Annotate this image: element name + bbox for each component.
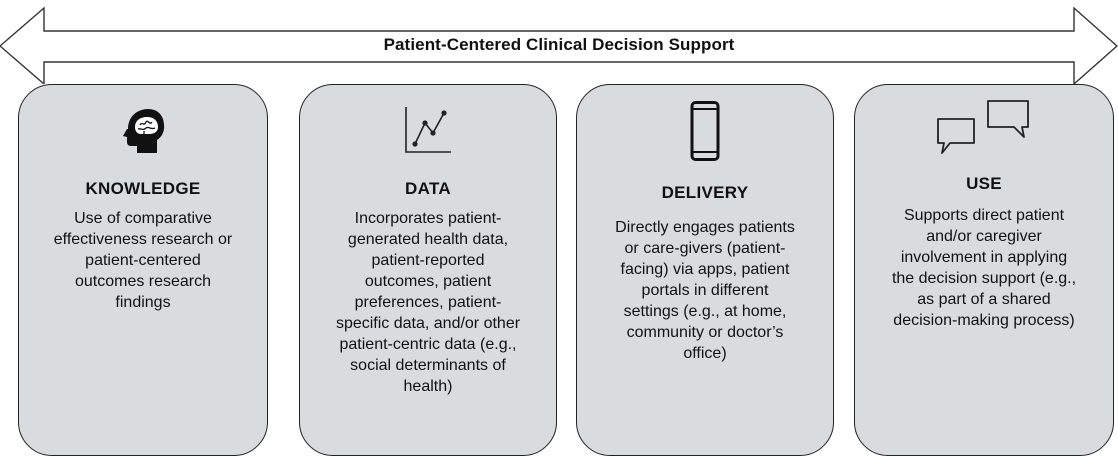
head-brain-icon [120, 107, 166, 160]
card-delivery: DELIVERY Directly engages patients or ca… [576, 84, 834, 456]
card-knowledge: KNOWLEDGE Use of comparative effectivene… [18, 84, 268, 456]
card-heading: USE [966, 174, 1002, 193]
card-heading: DELIVERY [661, 183, 749, 202]
card-heading: DATA [405, 179, 451, 198]
card-use: USE Supports direct patient and/or careg… [854, 84, 1114, 456]
card-body: Directly engages patients or care-givers… [615, 219, 795, 362]
card-body: Incorporates patient- generated health d… [335, 210, 521, 395]
card-body: Supports direct patient and/or caregiver… [891, 207, 1077, 329]
smartphone-icon [690, 101, 720, 166]
card-heading: KNOWLEDGE [85, 179, 201, 198]
card-body: Use of comparative effectiveness researc… [53, 210, 233, 311]
speech-bubbles-icon [934, 99, 1034, 160]
banner-arrow [0, 6, 1118, 84]
banner-title: Patient-Centered Clinical Decision Suppo… [383, 35, 735, 54]
line-chart-icon [403, 105, 453, 160]
card-data: DATA Incorporates patient- generated hea… [299, 84, 557, 456]
